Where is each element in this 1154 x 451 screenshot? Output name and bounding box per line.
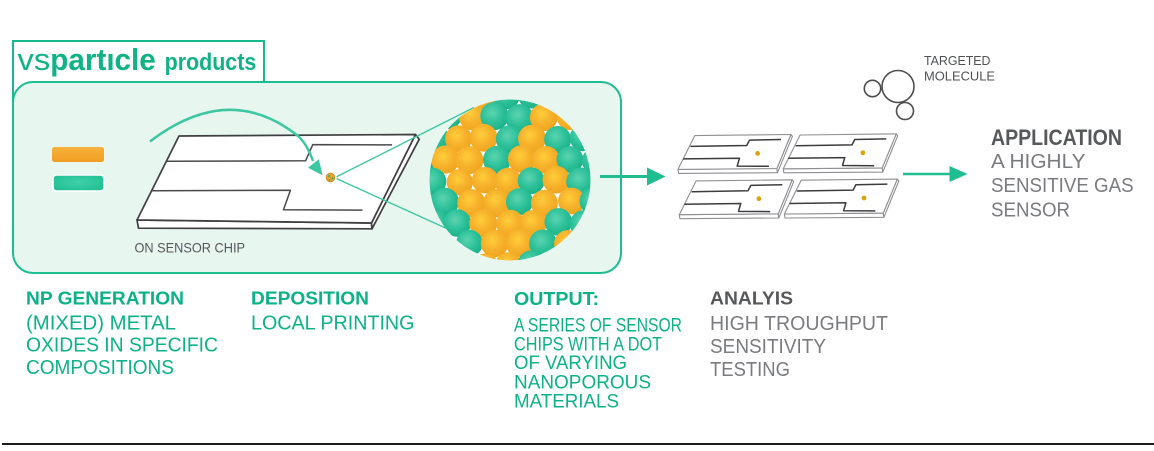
- svg-text:COMPOSITIONS: COMPOSITIONS: [26, 357, 174, 379]
- svg-text:A HIGHLY: A HIGHLY: [991, 150, 1086, 173]
- svg-text:MOLECULE: MOLECULE: [924, 69, 995, 84]
- svg-text:TARGETED: TARGETED: [924, 53, 991, 68]
- svg-text:OF VARYING: OF VARYING: [514, 353, 627, 374]
- svg-text:APPLICATION: APPLICATION: [991, 125, 1122, 150]
- svg-text:NP GENERATION: NP GENERATION: [26, 289, 184, 309]
- svg-text:SENSITIVE GAS: SENSITIVE GAS: [991, 174, 1134, 197]
- svg-text:SENSOR: SENSOR: [991, 199, 1070, 222]
- svg-text:NANOPOROUS: NANOPOROUS: [514, 373, 651, 394]
- svg-text:SENSITIVITY: SENSITIVITY: [710, 336, 826, 358]
- svg-text:HIGH TROUGHPUT: HIGH TROUGHPUT: [710, 313, 888, 335]
- svg-text:CHIPS WITH A DOT: CHIPS WITH A DOT: [514, 334, 662, 355]
- svg-text:ANALYIS: ANALYIS: [710, 289, 793, 309]
- svg-text:A SERIES OF SENSOR: A SERIES OF SENSOR: [514, 315, 682, 336]
- svg-text:MATERIALS: MATERIALS: [514, 391, 619, 412]
- svg-text:vs: vs: [18, 42, 51, 77]
- svg-text:partıcle: partıcle: [50, 42, 156, 77]
- svg-text:LOCAL PRINTING: LOCAL PRINTING: [251, 313, 415, 335]
- svg-text:TESTING: TESTING: [710, 359, 790, 381]
- svg-text:DEPOSITION: DEPOSITION: [251, 289, 369, 309]
- svg-text:OXIDES IN SPECIFIC: OXIDES IN SPECIFIC: [26, 335, 218, 357]
- svg-text:OUTPUT:: OUTPUT:: [514, 289, 599, 309]
- svg-text:products: products: [165, 49, 257, 76]
- svg-text:(MIXED) METAL: (MIXED) METAL: [26, 313, 176, 335]
- svg-text:ON SENSOR CHIP: ON SENSOR CHIP: [135, 239, 246, 255]
